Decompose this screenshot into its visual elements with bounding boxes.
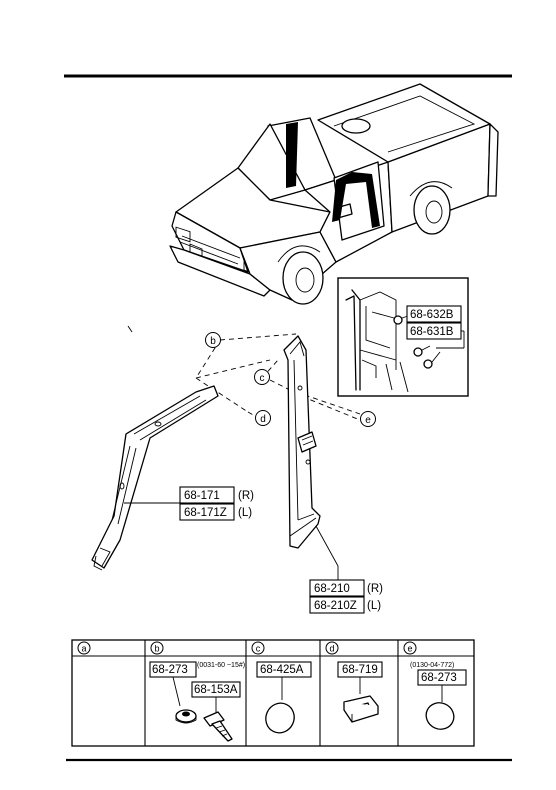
part-68-631B: 68-631B: [410, 326, 454, 338]
clip-icon: [343, 695, 379, 723]
note-e: (0130-04-772): [410, 662, 454, 669]
side-r-front: (R): [238, 490, 254, 502]
part-68-210Z: 68-210Z: [314, 600, 357, 612]
cap-icon-e: [425, 702, 455, 730]
svg-text:d: d: [329, 644, 334, 654]
front-pillar-trim: [91, 385, 219, 571]
part-68-171Z: 68-171Z: [184, 507, 227, 519]
svg-text:e: e: [407, 644, 412, 654]
svg-text:d: d: [260, 414, 266, 425]
table-header-d: d: [325, 641, 339, 655]
table-header-c: c: [251, 641, 265, 655]
pickup-truck-illustration: [169, 83, 499, 305]
svg-text:c: c: [256, 644, 261, 654]
callout-c: c: [254, 369, 270, 385]
svg-text:b: b: [154, 644, 159, 654]
table-header-a: a: [77, 641, 91, 655]
svg-text:a: a: [81, 644, 86, 654]
part-68-632B: 68-632B: [410, 309, 454, 321]
part-68-171: 68-171: [184, 490, 220, 502]
part-68-273-b: 68-273: [152, 664, 188, 676]
vent-trim-inset: 68-632B 68-631B: [337, 277, 469, 397]
callout-e: e: [360, 411, 376, 427]
front-pillar-labels: 68-171 (R) 68-171Z (L): [179, 486, 254, 521]
svg-text:e: e: [365, 415, 371, 426]
note-b: (0031-60 ~15#): [197, 662, 245, 669]
b-pillar-highlight: [332, 172, 380, 228]
side-l-center: (L): [367, 600, 381, 612]
svg-text:c: c: [260, 373, 265, 384]
part-68-425A: 68-425A: [260, 664, 304, 676]
part-68-153A: 68-153A: [194, 684, 238, 696]
table-header-e: e: [403, 641, 417, 655]
side-r-center: (R): [367, 583, 383, 595]
nut-icon: [175, 709, 197, 724]
part-68-719: 68-719: [342, 664, 378, 676]
part-68-273-e: 68-273: [421, 672, 457, 684]
side-l-front: (L): [238, 507, 252, 519]
callout-b: b: [205, 332, 221, 348]
center-pillar-trim: [283, 335, 321, 549]
callout-leaders: [127, 325, 361, 421]
part-68-210: 68-210: [314, 583, 350, 595]
screw-icon: [203, 711, 233, 742]
svg-text:b: b: [210, 336, 216, 347]
fastener-table: a b c d e 68-273 (0031-60 ~15#) 68-153A: [71, 639, 475, 747]
center-pillar-labels: 68-210 (R) 68-210Z (L): [309, 579, 383, 614]
cap-icon-c: [265, 702, 295, 734]
table-header-b: b: [150, 641, 164, 655]
a-pillar-highlight: [286, 122, 298, 188]
callout-d: d: [255, 410, 271, 426]
